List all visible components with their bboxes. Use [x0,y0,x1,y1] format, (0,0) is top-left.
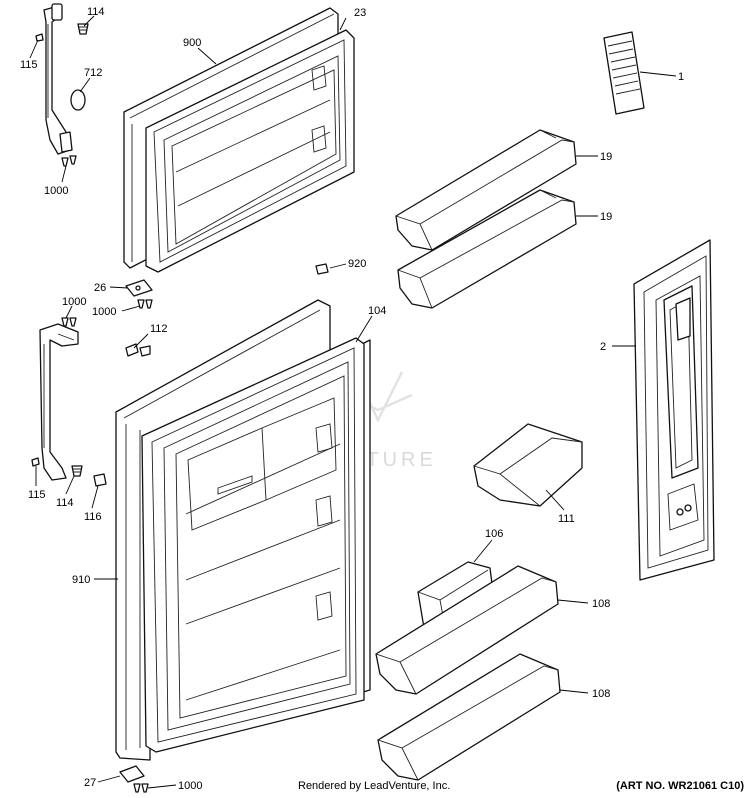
callout-114: 114 [56,497,74,509]
screws-1000d [133,783,149,793]
callout-920: 920 [348,258,366,270]
callout-900: 900 [183,37,201,49]
screw-115b [31,457,40,467]
door-assembly-2 [633,239,715,581]
screw-114b [71,465,83,477]
callout-23: 23 [354,7,366,19]
callouts: 114 115 712 1000 900 23 1 19 19 920 26 1… [20,6,684,792]
caps-112 [125,343,151,357]
callout-1000: 1000 [62,296,86,308]
fresh-food-door-gasket [141,337,365,753]
callout-27: 27 [84,777,96,789]
callout-1000: 1000 [44,185,68,197]
callout-112: 112 [150,323,168,335]
render-credit: Rendered by LeadVenture, Inc. [298,780,451,792]
callout-1000: 1000 [178,780,202,792]
hinge-27 [119,765,145,783]
callout-712: 712 [84,67,102,79]
callout-1000: 1000 [92,306,116,318]
door-bin-lower [377,653,561,781]
oring-712 [70,89,86,111]
dairy-bin [473,423,583,507]
callout-104: 104 [368,305,386,317]
callout-106: 106 [485,528,503,540]
hinge-26 [125,279,153,297]
door-bin-upper [375,565,559,695]
callout-1: 1 [678,71,684,83]
freezer-door-gasket [145,29,355,273]
freezer-door-bin-upper [395,129,577,251]
callout-2: 2 [600,341,606,353]
callout-111: 111 [558,513,575,525]
callout-26: 26 [94,282,106,294]
freezer-door-bin-lower [397,189,577,309]
callout-108: 108 [592,598,610,610]
callout-19: 19 [600,211,612,223]
screws-1000a [61,155,77,167]
screws-1000c [61,317,77,327]
art-number: (ART NO. WR21061 C10) [616,780,744,792]
part-920 [315,263,329,275]
freezer-handle [43,3,73,155]
callout-19: 19 [600,151,612,163]
callout-115: 115 [28,489,46,501]
callout-116: 116 [84,511,102,523]
screw-114a [77,23,89,35]
screws-1000b [137,299,153,309]
fresh-food-handle [39,323,79,481]
screw-116 [93,473,107,487]
screw-115a [35,33,44,42]
callout-114: 114 [87,6,105,18]
callout-108: 108 [592,688,610,700]
callout-115: 115 [20,59,38,71]
leader-lines [29,15,677,789]
callout-910: 910 [72,574,90,586]
owners-manual [603,31,645,115]
